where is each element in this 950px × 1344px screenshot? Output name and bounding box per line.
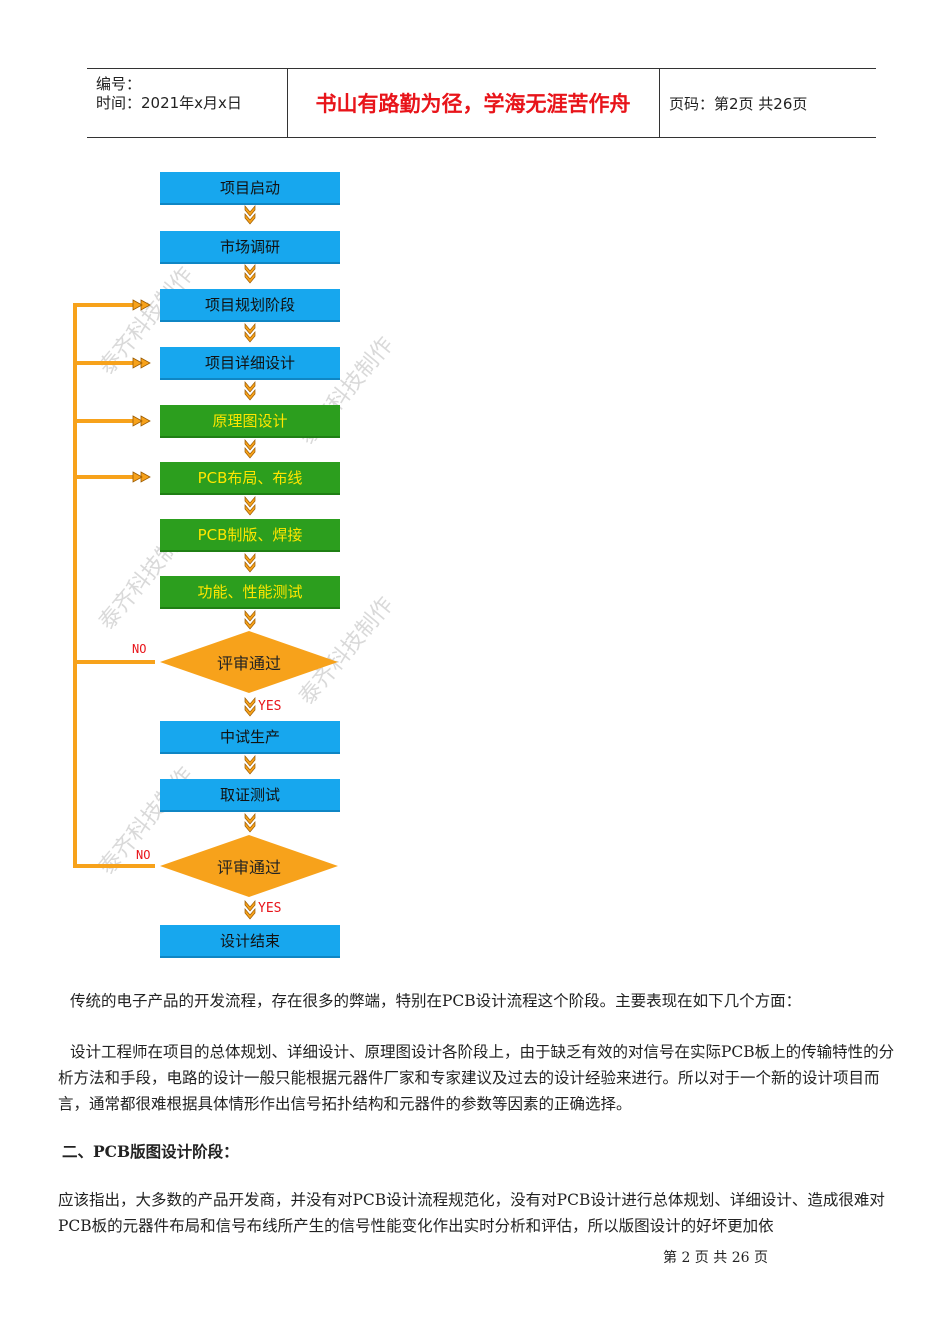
- down-arrow-icon: [244, 323, 256, 343]
- no-label-1: NO: [132, 642, 147, 656]
- down-arrow-icon: [244, 900, 256, 920]
- step-project-start: 项目启动: [160, 172, 340, 205]
- down-arrow-icon: [244, 610, 256, 630]
- down-arrow-icon: [244, 553, 256, 573]
- header-meta-cell: 编号： 时间：2021年x月x日: [87, 69, 288, 137]
- review-label-2: 评审通过: [216, 858, 281, 877]
- down-arrow-icon: [244, 755, 256, 775]
- page-footer: 第 2 页 共 26 页: [663, 1250, 768, 1266]
- down-arrow-icon: [244, 205, 256, 225]
- time-label: 时间：2021年x月x日: [96, 94, 242, 112]
- header-motto: 书山有路勤为径，学海无涯苦作舟: [287, 69, 660, 137]
- step-design-end: 设计结束: [160, 925, 340, 958]
- step-pcb-layout: PCB布局、布线: [160, 462, 340, 495]
- pcb-design-flowchart: 泰齐科技制作 泰齐科技制作 泰齐科技制作 泰齐科技制作 泰齐科技制作 项目启动 …: [60, 160, 399, 970]
- down-arrow-icon: [244, 813, 256, 833]
- review-diamond-2: [160, 835, 338, 897]
- no-label-2: NO: [136, 848, 151, 862]
- step-market-research: 市场调研: [160, 231, 340, 264]
- down-arrow-icon: [244, 697, 256, 717]
- down-arrow-icon: [244, 496, 256, 516]
- header-page-info: 页码：第2页 共26页: [669, 95, 808, 113]
- paragraph-3: 应该指出，大多数的产品开发商，并没有对PCB设计流程规范化，没有对PCB设计进行…: [58, 1191, 885, 1235]
- step-pcb-fab: PCB制版、焊接: [160, 519, 340, 552]
- step-detailed-design: 项目详细设计: [160, 347, 340, 380]
- step-certification-test: 取证测试: [160, 779, 340, 812]
- paragraph-1: 传统的电子产品的开发流程，存在很多的弊端，特别在PCB设计流程这个阶段。主要表现…: [70, 992, 802, 1010]
- step-testing: 功能、性能测试: [160, 576, 340, 609]
- section-heading: 二、PCB版图设计阶段：: [62, 1142, 239, 1161]
- step-pilot-production: 中试生产: [160, 721, 340, 754]
- down-arrow-icon: [244, 264, 256, 284]
- yes-label-2: YES: [258, 901, 282, 916]
- down-arrow-icon: [244, 439, 256, 459]
- serial-label: 编号：: [96, 75, 142, 93]
- yes-label-1: YES: [258, 699, 282, 714]
- down-arrow-icon: [244, 381, 256, 401]
- feedback-lines: [73, 299, 155, 868]
- review-label-1: 评审通过: [216, 654, 281, 673]
- step-schematic-design: 原理图设计: [160, 405, 340, 438]
- paragraph-2: 设计工程师在项目的总体规划、详细设计、原理图设计各阶段上，由于缺乏有效的对信号在…: [58, 1043, 895, 1113]
- review-diamond-1: [160, 631, 338, 693]
- header-table: 编号： 时间：2021年x月x日 书山有路勤为径，学海无涯苦作舟 页码：第2页 …: [87, 68, 876, 138]
- step-project-planning: 项目规划阶段: [160, 289, 340, 322]
